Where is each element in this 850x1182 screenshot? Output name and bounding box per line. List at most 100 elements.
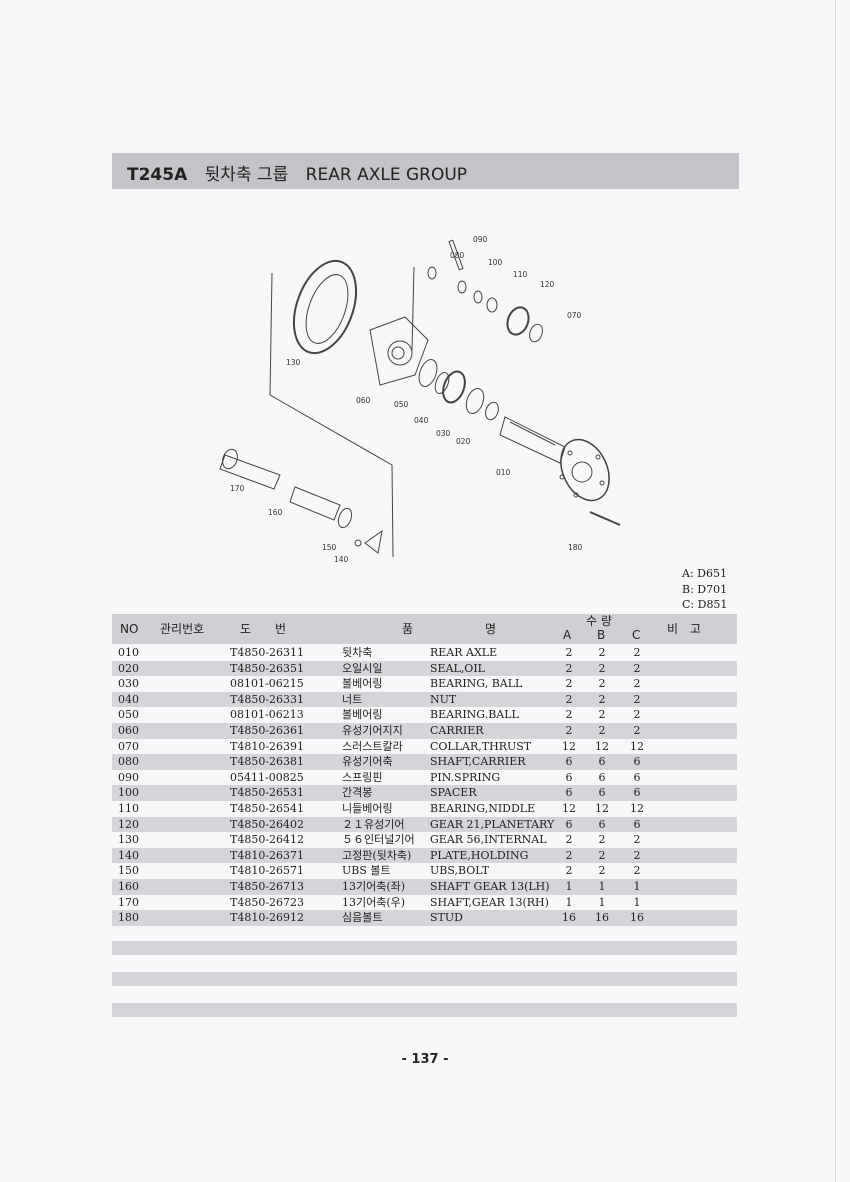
empty-row-band xyxy=(112,1003,737,1017)
qty-a: 2 xyxy=(565,677,573,691)
qty-a: 6 xyxy=(565,770,573,784)
part-number: T4850-26351 xyxy=(230,661,305,675)
qty-a: 2 xyxy=(565,864,573,878)
callout-070: 070 xyxy=(567,311,582,320)
group-title-english: REAR AXLE GROUP xyxy=(305,165,468,185)
qty-b: 12 xyxy=(595,739,609,753)
part-no: 070 xyxy=(118,739,139,753)
part-name-english: SPACER xyxy=(430,786,477,800)
qty-c: 12 xyxy=(630,739,644,753)
header-qty-c: C xyxy=(632,628,641,642)
qty-c: 2 xyxy=(633,677,641,691)
qty-c: 2 xyxy=(633,708,641,722)
callout-040: 040 xyxy=(414,416,429,425)
part-name-korean: 유성기어축 xyxy=(342,755,393,769)
qty-c: 2 xyxy=(633,864,641,878)
part-name-korean: 오일시일 xyxy=(342,661,383,675)
part-no: 050 xyxy=(118,708,139,722)
qty-a: 2 xyxy=(565,833,573,847)
qty-a: 2 xyxy=(565,723,573,737)
header-no: NO xyxy=(120,622,139,636)
callout-030: 030 xyxy=(436,429,451,438)
callout-170: 170 xyxy=(230,484,245,493)
part-name-english: REAR AXLE xyxy=(430,646,498,659)
qty-c: 1 xyxy=(633,895,641,909)
part-name-english: SHAFT,GEAR 13(RH) xyxy=(430,895,549,909)
callout-010: 010 xyxy=(496,468,511,477)
qty-a: 12 xyxy=(562,739,576,753)
part-name-english: UBS,BOLT xyxy=(430,864,490,878)
part-name-english: CARRIER xyxy=(430,723,484,737)
parts-table-header: NO 관리번호 도 번 품 명 수 량 A B C 비 고 xyxy=(112,614,737,644)
part-name-korean: 볼베어링 xyxy=(342,708,383,722)
part-name-korean: 유성기어지지 xyxy=(342,723,403,737)
part-number: T4810-26371 xyxy=(230,848,305,862)
qty-a: 2 xyxy=(565,848,573,862)
header-qty-b: B xyxy=(597,628,606,642)
part-name-english: PIN.SPRING xyxy=(430,770,501,784)
empty-row-band xyxy=(112,972,737,986)
group-code: T245A xyxy=(127,165,188,185)
part-no: 060 xyxy=(118,723,139,737)
qty-b: 6 xyxy=(598,817,606,831)
header-drawing: 도 번 xyxy=(240,622,287,636)
header-name: 품 명 xyxy=(402,622,497,636)
part-number: T4850-26541 xyxy=(230,801,305,815)
qty-c: 6 xyxy=(633,770,641,784)
model-b: B: D701 xyxy=(682,582,728,596)
callout-150: 150 xyxy=(322,543,337,552)
exploded-parts-diagram: 090 080 100 110 120 070 130 060 050 040 … xyxy=(219,235,621,564)
part-no: 100 xyxy=(118,786,139,800)
group-title-korean: 뒷차축 그룹 xyxy=(204,165,289,185)
part-name-korean: ２１유성기어 xyxy=(342,817,405,831)
qty-c: 2 xyxy=(633,848,641,862)
part-name-english: STUD xyxy=(430,911,463,925)
part-name-korean: 뒷차축 xyxy=(342,646,373,659)
qty-a: 1 xyxy=(565,879,573,893)
page-number: - 137 - xyxy=(401,1052,449,1067)
qty-b: 12 xyxy=(595,801,609,815)
part-name-korean: UBS 볼트 xyxy=(342,864,391,878)
part-number: T4850-26723 xyxy=(230,895,305,909)
qty-a: 12 xyxy=(562,801,576,815)
part-name-english: GEAR 56,INTERNAL xyxy=(430,833,547,847)
part-no: 170 xyxy=(118,895,139,909)
part-name-korean: 13기어축(우) xyxy=(342,895,406,909)
qty-a: 6 xyxy=(565,786,573,800)
callout-140: 140 xyxy=(334,555,349,564)
part-number: T4850-26412 xyxy=(230,833,305,847)
part-name-korean: 스프링핀 xyxy=(342,770,383,784)
empty-row-band xyxy=(112,941,737,955)
qty-a: 2 xyxy=(565,661,573,675)
part-name-english: NUT xyxy=(430,692,457,706)
qty-b: 2 xyxy=(598,833,606,847)
part-number: 08101-06215 xyxy=(230,677,304,691)
qty-b: 2 xyxy=(598,864,606,878)
part-no: 090 xyxy=(118,770,139,784)
qty-c: 2 xyxy=(633,646,641,659)
qty-b: 2 xyxy=(598,661,606,675)
part-name-english: BEARING.BALL xyxy=(430,708,519,722)
callout-160: 160 xyxy=(268,508,283,517)
part-number: T4850-26531 xyxy=(230,786,305,800)
qty-c: 16 xyxy=(630,911,644,925)
qty-b: 16 xyxy=(595,911,609,925)
callout-110: 110 xyxy=(513,270,528,279)
qty-c: 6 xyxy=(633,817,641,831)
part-no: 120 xyxy=(118,817,139,831)
part-no: 130 xyxy=(118,833,139,847)
part-no: 020 xyxy=(118,661,139,675)
part-number: T4850-26713 xyxy=(230,879,305,893)
part-no: 010 xyxy=(118,646,139,659)
